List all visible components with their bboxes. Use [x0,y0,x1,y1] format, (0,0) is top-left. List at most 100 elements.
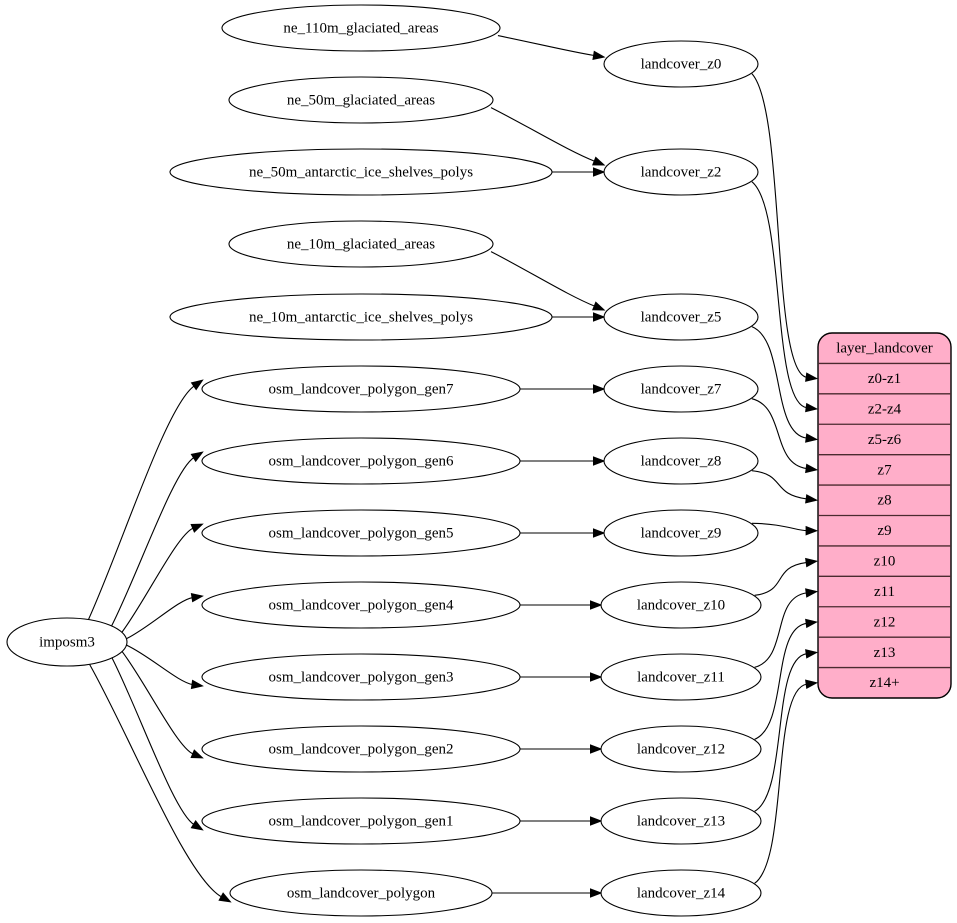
edge-arrowhead [805,679,819,690]
edge-imposm3-to-osm_landcover_polygon_gen4 [126,596,193,640]
record-row-row-z10[interactable]: z10 [874,554,896,570]
edge-arrowhead [592,384,606,394]
record-row-row-z7[interactable]: z7 [877,462,892,478]
edge-arrowhead [805,372,819,382]
edge-arrowhead [190,379,204,391]
node-shape [6,617,128,667]
edge-ne_110m_glaciated_areas-to-landcover_z0 [497,35,595,57]
node-label: osm_landcover_polygon [287,885,436,901]
node-label: landcover_z7 [641,381,722,397]
node-label: osm_landcover_polygon_gen4 [269,597,454,613]
record-row-row-z0-z1[interactable]: z0-z1 [868,371,901,387]
edge-arrowhead [190,679,204,690]
edge-ne_50m_glaciated_areas-to-landcover_z2 [490,107,596,162]
edge-arrowhead [592,50,606,61]
node-label: osm_landcover_polygon_gen1 [269,813,454,829]
node-landcover_z13[interactable]: landcover_z13 [600,797,762,845]
record-row-row-z5-z6[interactable]: z5-z6 [868,432,902,448]
node-landcover_z10[interactable]: landcover_z10 [600,581,762,629]
node-label: osm_landcover_polygon_gen2 [269,741,454,757]
node-shape [169,148,553,196]
node-shape [201,437,521,485]
node-shape [603,40,759,88]
node-label: landcover_z13 [637,813,725,829]
record-row-row-z14[interactable]: z14+ [869,675,899,691]
record-row-row-z11[interactable]: z11 [874,584,895,600]
node-label: ne_10m_antarctic_ice_shelves_polys [249,309,473,325]
node-osm_landcover_polygon_gen7[interactable]: osm_landcover_polygon_gen7 [201,365,521,413]
record-row-row-title[interactable]: layer_landcover [836,341,933,357]
node-shape [600,725,762,773]
edge-arrowhead [805,588,819,598]
record-row-row-z12[interactable]: z12 [874,614,896,630]
edge-arrowhead [805,494,819,504]
node-ne_10m_antarctic_ice_shelves_polys[interactable]: ne_10m_antarctic_ice_shelves_polys [169,293,553,341]
node-label: landcover_z5 [641,309,722,325]
node-osm_landcover_polygon_gen3[interactable]: osm_landcover_polygon_gen3 [201,653,521,701]
node-label: landcover_z10 [637,597,725,613]
node-shape [229,869,493,917]
edge-arrowhead [805,649,819,659]
edge-arrowhead [592,156,606,166]
node-osm_landcover_polygon_gen4[interactable]: osm_landcover_polygon_gen4 [201,581,521,629]
record-row-row-z8[interactable]: z8 [877,493,891,509]
edge-arrowhead [592,528,606,538]
edge-arrowhead [190,451,204,463]
node-landcover_z8[interactable]: landcover_z8 [603,437,759,485]
node-shape [169,293,553,341]
edge-arrowhead [592,301,606,311]
edge-landcover_z7-to-row-z7 [751,398,807,470]
node-shape [201,725,521,773]
edge-imposm3-to-osm_landcover_polygon_gen6 [111,456,195,627]
edge-arrowhead [218,892,232,903]
node-ne_10m_glaciated_areas[interactable]: ne_10m_glaciated_areas [228,220,494,268]
edge-arrowhead [590,672,603,682]
node-osm_landcover_polygon_gen2[interactable]: osm_landcover_polygon_gen2 [201,725,521,773]
node-label: landcover_z11 [637,669,725,685]
node-label: ne_50m_antarctic_ice_shelves_polys [249,164,473,180]
node-imposm3[interactable]: imposm3 [6,617,128,667]
node-landcover_z5[interactable]: landcover_z5 [603,293,759,341]
node-landcover_z11[interactable]: landcover_z11 [600,653,762,701]
node-shape [603,437,759,485]
node-shape [228,76,494,124]
edge-arrowhead [805,525,819,536]
node-landcover_z12[interactable]: landcover_z12 [600,725,762,773]
node-osm_landcover_polygon_gen6[interactable]: osm_landcover_polygon_gen6 [201,437,521,485]
node-osm_landcover_polygon_gen5[interactable]: osm_landcover_polygon_gen5 [201,509,521,557]
edge-arrowhead [590,744,603,754]
node-ne_110m_glaciated_areas[interactable]: ne_110m_glaciated_areas [221,4,501,52]
edge-arrowhead [805,463,819,474]
node-landcover_z2[interactable]: landcover_z2 [603,148,759,196]
edge-landcover_z2-to-row-z2-z4 [751,181,808,409]
node-osm_landcover_polygon_gen1[interactable]: osm_landcover_polygon_gen1 [201,797,521,845]
node-shape [221,4,501,52]
node-ne_50m_antarctic_ice_shelves_polys[interactable]: ne_50m_antarctic_ice_shelves_polys [169,148,553,196]
node-shape [600,869,762,917]
node-label: ne_110m_glaciated_areas [283,20,438,36]
node-landcover_z7[interactable]: landcover_z7 [603,365,759,413]
node-label: landcover_z0 [641,56,722,72]
node-label: landcover_z9 [641,525,722,541]
record-row-row-z9[interactable]: z9 [877,523,891,539]
edge-arrowhead [190,592,204,603]
record-row-row-z13[interactable]: z13 [874,645,896,661]
edge-arrowhead [590,888,603,898]
edge-ne_10m_glaciated_areas-to-landcover_z5 [490,251,596,307]
edge-landcover_z5-to-row-z5-z6 [751,326,807,439]
node-osm_landcover_polygon[interactable]: osm_landcover_polygon [229,869,493,917]
node-landcover_z9[interactable]: landcover_z9 [603,509,759,557]
record-row-row-z2-z4[interactable]: z2-z4 [868,401,902,417]
node-shape [600,581,762,629]
node-ne_50m_glaciated_areas[interactable]: ne_50m_glaciated_areas [228,76,494,124]
node-landcover_z0[interactable]: landcover_z0 [603,40,759,88]
node-shape [603,148,759,196]
edge-arrowhead [592,456,606,466]
edge-landcover_z9-to-row-z9 [751,522,807,532]
node-label: landcover_z8 [641,453,722,469]
edge-landcover_z10-to-row-z10 [754,561,807,596]
node-shape [603,509,759,557]
node-shape [201,365,521,413]
edge-arrowhead [592,167,606,177]
node-landcover_z14[interactable]: landcover_z14 [600,869,762,917]
